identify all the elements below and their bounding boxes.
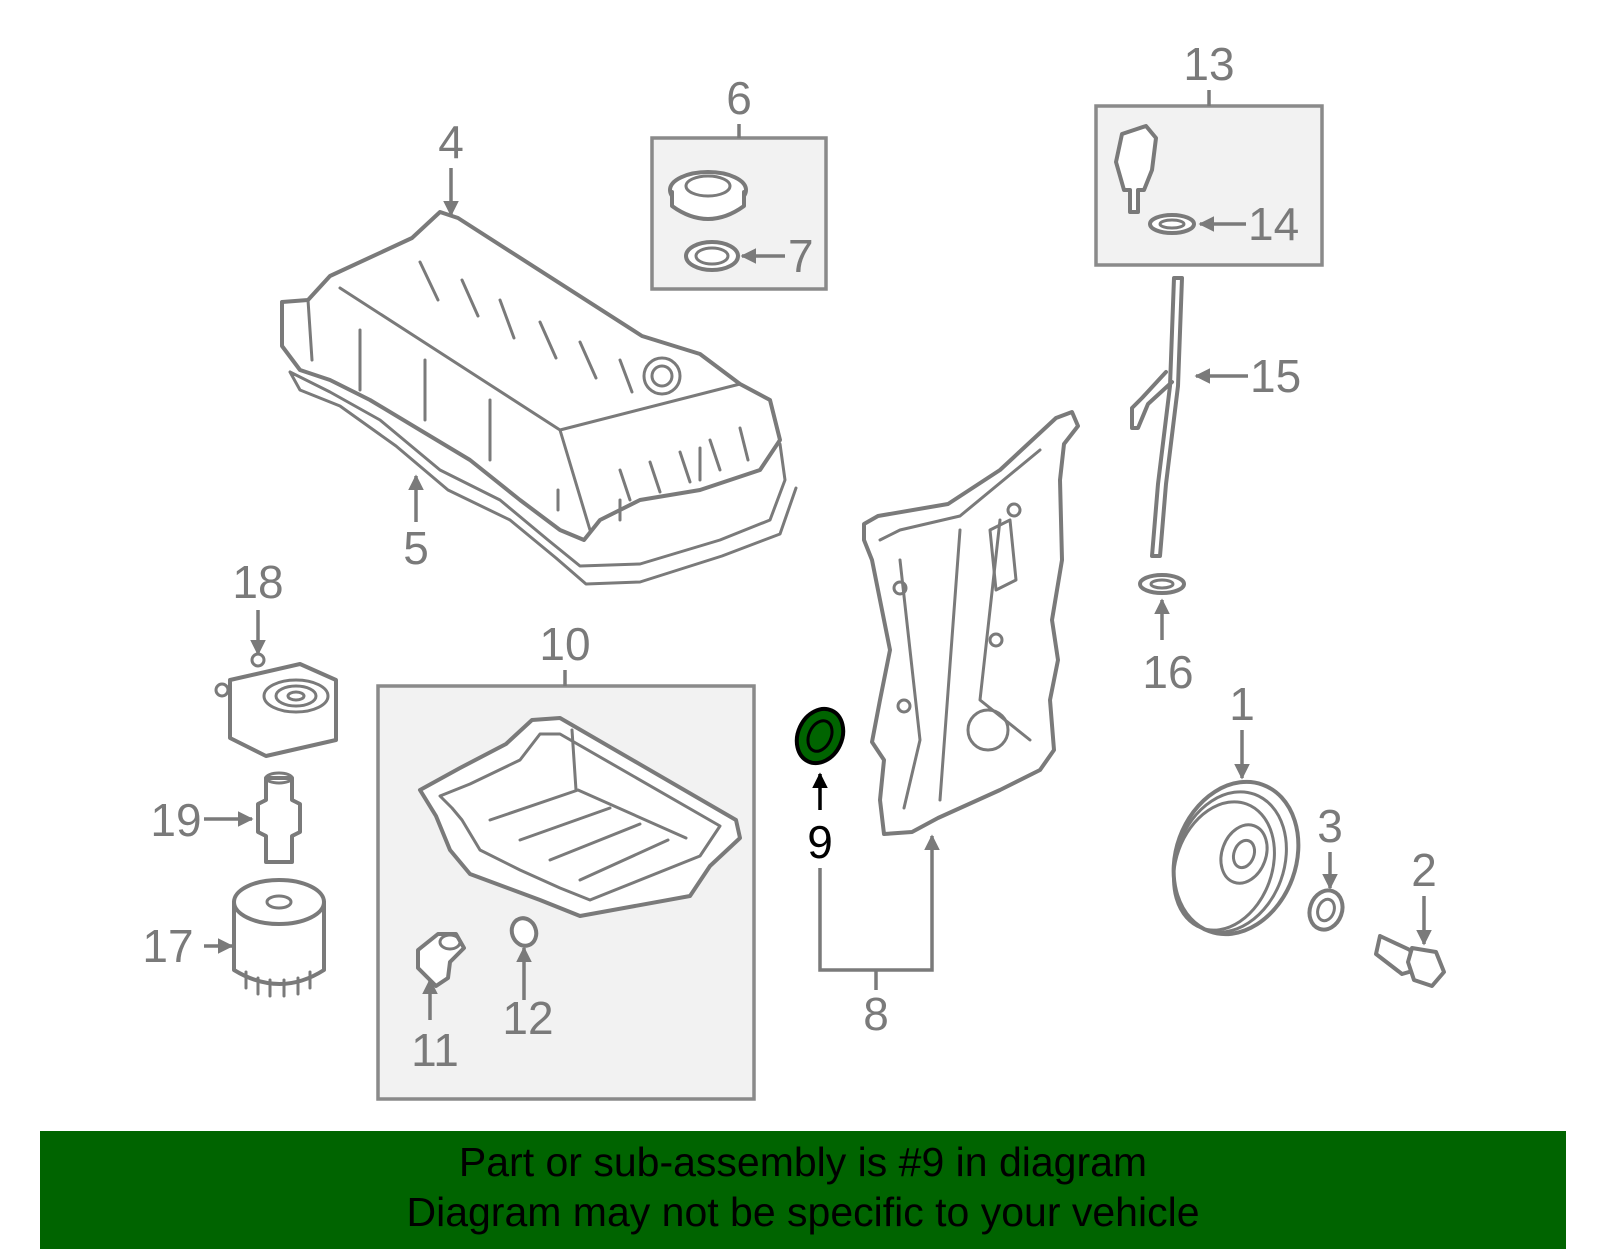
dipstick-handle-part-13 [1114,124,1158,214]
callout-15: 15 [1250,350,1301,402]
oil-cap-seal-part-7 [684,240,740,272]
callout-2: 2 [1411,844,1437,896]
callout-6: 6 [726,72,752,124]
callout-14: 14 [1248,198,1299,250]
oil-pan-part-10 [418,716,742,918]
callout-3: 3 [1317,800,1343,852]
valve-cover-part-4 [280,210,782,542]
bolt-part-2 [1374,934,1446,988]
callout-5: 5 [403,522,429,574]
info-banner: Part or sub-assembly is #9 in diagram Di… [40,1131,1566,1249]
callout-12: 12 [502,992,553,1044]
callout-10: 10 [539,618,590,670]
dipstick-tube-part-15 [1130,276,1184,558]
banner-line-1: Part or sub-assembly is #9 in diagram [458,1139,1148,1185]
callout-11: 11 [411,1024,459,1076]
gasket-part-5 [288,370,798,586]
oil-cooler-part-18 [214,652,338,758]
callout-9: 9 [807,816,833,868]
front-seal-part-9 [794,706,846,766]
callout-16: 16 [1142,646,1193,698]
banner-line-2: Diagram may not be specific to your vehi… [406,1189,1200,1235]
oil-cap-part-6 [668,170,748,221]
callout-1: 1 [1229,678,1255,730]
callout-13: 13 [1183,38,1234,90]
drain-gasket-part-12 [509,916,539,948]
callout-4: 4 [438,116,464,168]
callout-17: 17 [142,920,193,972]
callout-19: 19 [150,794,201,846]
leader-lines [204,90,1432,1020]
fitting-part-19 [256,771,302,864]
o-ring-part-14 [1148,213,1196,235]
washer-part-3 [1307,888,1345,932]
crank-pulley-part-1 [1171,779,1301,937]
oil-filter-part-17 [232,878,326,998]
timing-cover-part-8 [862,410,1080,836]
callout-8: 8 [863,988,889,1040]
callout-7: 7 [788,230,814,282]
tube-seal-part-16 [1138,573,1186,595]
drain-plug-part-11 [416,932,466,988]
callout-18: 18 [232,556,283,608]
